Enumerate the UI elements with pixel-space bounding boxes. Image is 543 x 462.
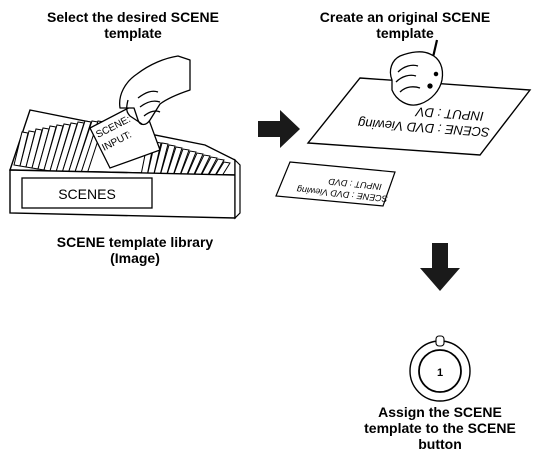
scene-button-knob-icon: 1 xyxy=(409,335,471,402)
create-template-title-line2: template xyxy=(376,25,434,41)
select-template-title: Select the desired SCENE template xyxy=(8,9,258,41)
arrow-right-icon xyxy=(258,110,300,148)
scene-button-number: 1 xyxy=(437,367,443,379)
create-template-title: Create an original SCENE template xyxy=(290,9,520,41)
assign-caption: Assign the SCENE template to the SCENE b… xyxy=(345,404,535,452)
small-template-card: SCENE : DVD Viewing INPUT : DVD xyxy=(275,161,396,207)
original-template-sheet: SCENE : DVD Viewing INPUT : DV xyxy=(306,77,532,156)
box-label-text: SCENES xyxy=(58,186,116,202)
assign-caption-line3: button xyxy=(418,436,462,452)
hand-writing-pen-icon xyxy=(389,39,444,106)
create-template-title-line1: Create an original SCENE xyxy=(319,9,491,25)
hand-holding-card-icon xyxy=(119,55,191,126)
box-label-plate xyxy=(21,177,153,209)
assign-caption-line1: Assign the SCENE xyxy=(378,404,502,420)
library-caption-line2: (Image) xyxy=(110,250,160,266)
scene-template-library-illustration: SCENE: INPUT: SCENES xyxy=(9,55,241,220)
select-template-title-line2: template xyxy=(104,25,162,41)
arrow-down-icon xyxy=(420,243,460,291)
sheet-input-text: INPUT : DV xyxy=(414,104,484,124)
assign-caption-line2: template to the SCENE xyxy=(364,420,516,436)
library-caption-line1: SCENE template library xyxy=(56,234,214,250)
select-template-title-line1: Select the desired SCENE xyxy=(47,9,219,25)
library-caption: SCENE template library (Image) xyxy=(30,234,240,266)
